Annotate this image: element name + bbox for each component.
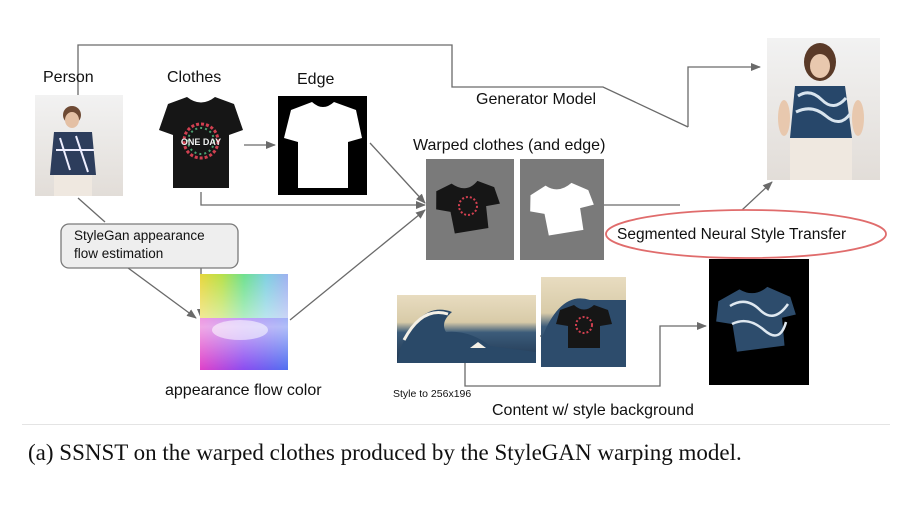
flow-to-warped-arrow bbox=[289, 209, 426, 321]
generator-arrow bbox=[687, 63, 761, 127]
generator-model-label: Generator Model bbox=[476, 91, 597, 108]
output-person-photo bbox=[767, 38, 880, 180]
edge-label: Edge bbox=[297, 71, 335, 88]
snst-to-output-arrow bbox=[741, 181, 773, 211]
content-style-bg-label: Content w/ style background bbox=[492, 402, 694, 419]
figure-caption: (a) SSNST on the warped clothes produced… bbox=[28, 440, 742, 465]
person-label: Person bbox=[43, 69, 94, 86]
clothes-to-warped-arrow bbox=[200, 192, 426, 209]
styled-result-image bbox=[709, 259, 809, 385]
generator-path bbox=[77, 44, 689, 128]
edge-to-warped-arrow bbox=[369, 142, 426, 204]
appearance-flow-image bbox=[200, 274, 288, 370]
warped-clothes-panel bbox=[426, 159, 514, 260]
clothes-tshirt: ONE DAY bbox=[159, 97, 243, 188]
tshirt-print: ONE DAY bbox=[181, 137, 221, 147]
content-style-background-image bbox=[541, 277, 626, 367]
style-resize-path bbox=[464, 342, 661, 387]
person-to-stylegan-line bbox=[77, 197, 106, 223]
warped-clothes-label: Warped clothes (and edge) bbox=[413, 137, 606, 154]
pipeline-diagram: ONE DAY bbox=[35, 38, 887, 419]
edge-mask bbox=[278, 96, 367, 195]
stylegan-box bbox=[60, 223, 239, 269]
snst-ellipse bbox=[605, 209, 887, 259]
stylegan-to-flow-arrow bbox=[119, 261, 197, 319]
clothes-label: Clothes bbox=[167, 69, 222, 86]
caption-divider bbox=[22, 424, 890, 425]
appearance-flow-label: appearance flow color bbox=[165, 382, 322, 399]
style-resize-label: Style to 256x196 bbox=[393, 388, 472, 400]
style-wave-image bbox=[397, 295, 536, 363]
stylegan-label-line1: StyleGan appearance bbox=[74, 228, 205, 243]
snst-label: Segmented Neural Style Transfer bbox=[617, 226, 847, 243]
person-photo bbox=[35, 95, 123, 196]
warped-edge-panel bbox=[520, 159, 604, 260]
stylebg-to-result-arrow bbox=[659, 322, 707, 342]
stylegan-label-line2: flow estimation bbox=[74, 246, 164, 261]
